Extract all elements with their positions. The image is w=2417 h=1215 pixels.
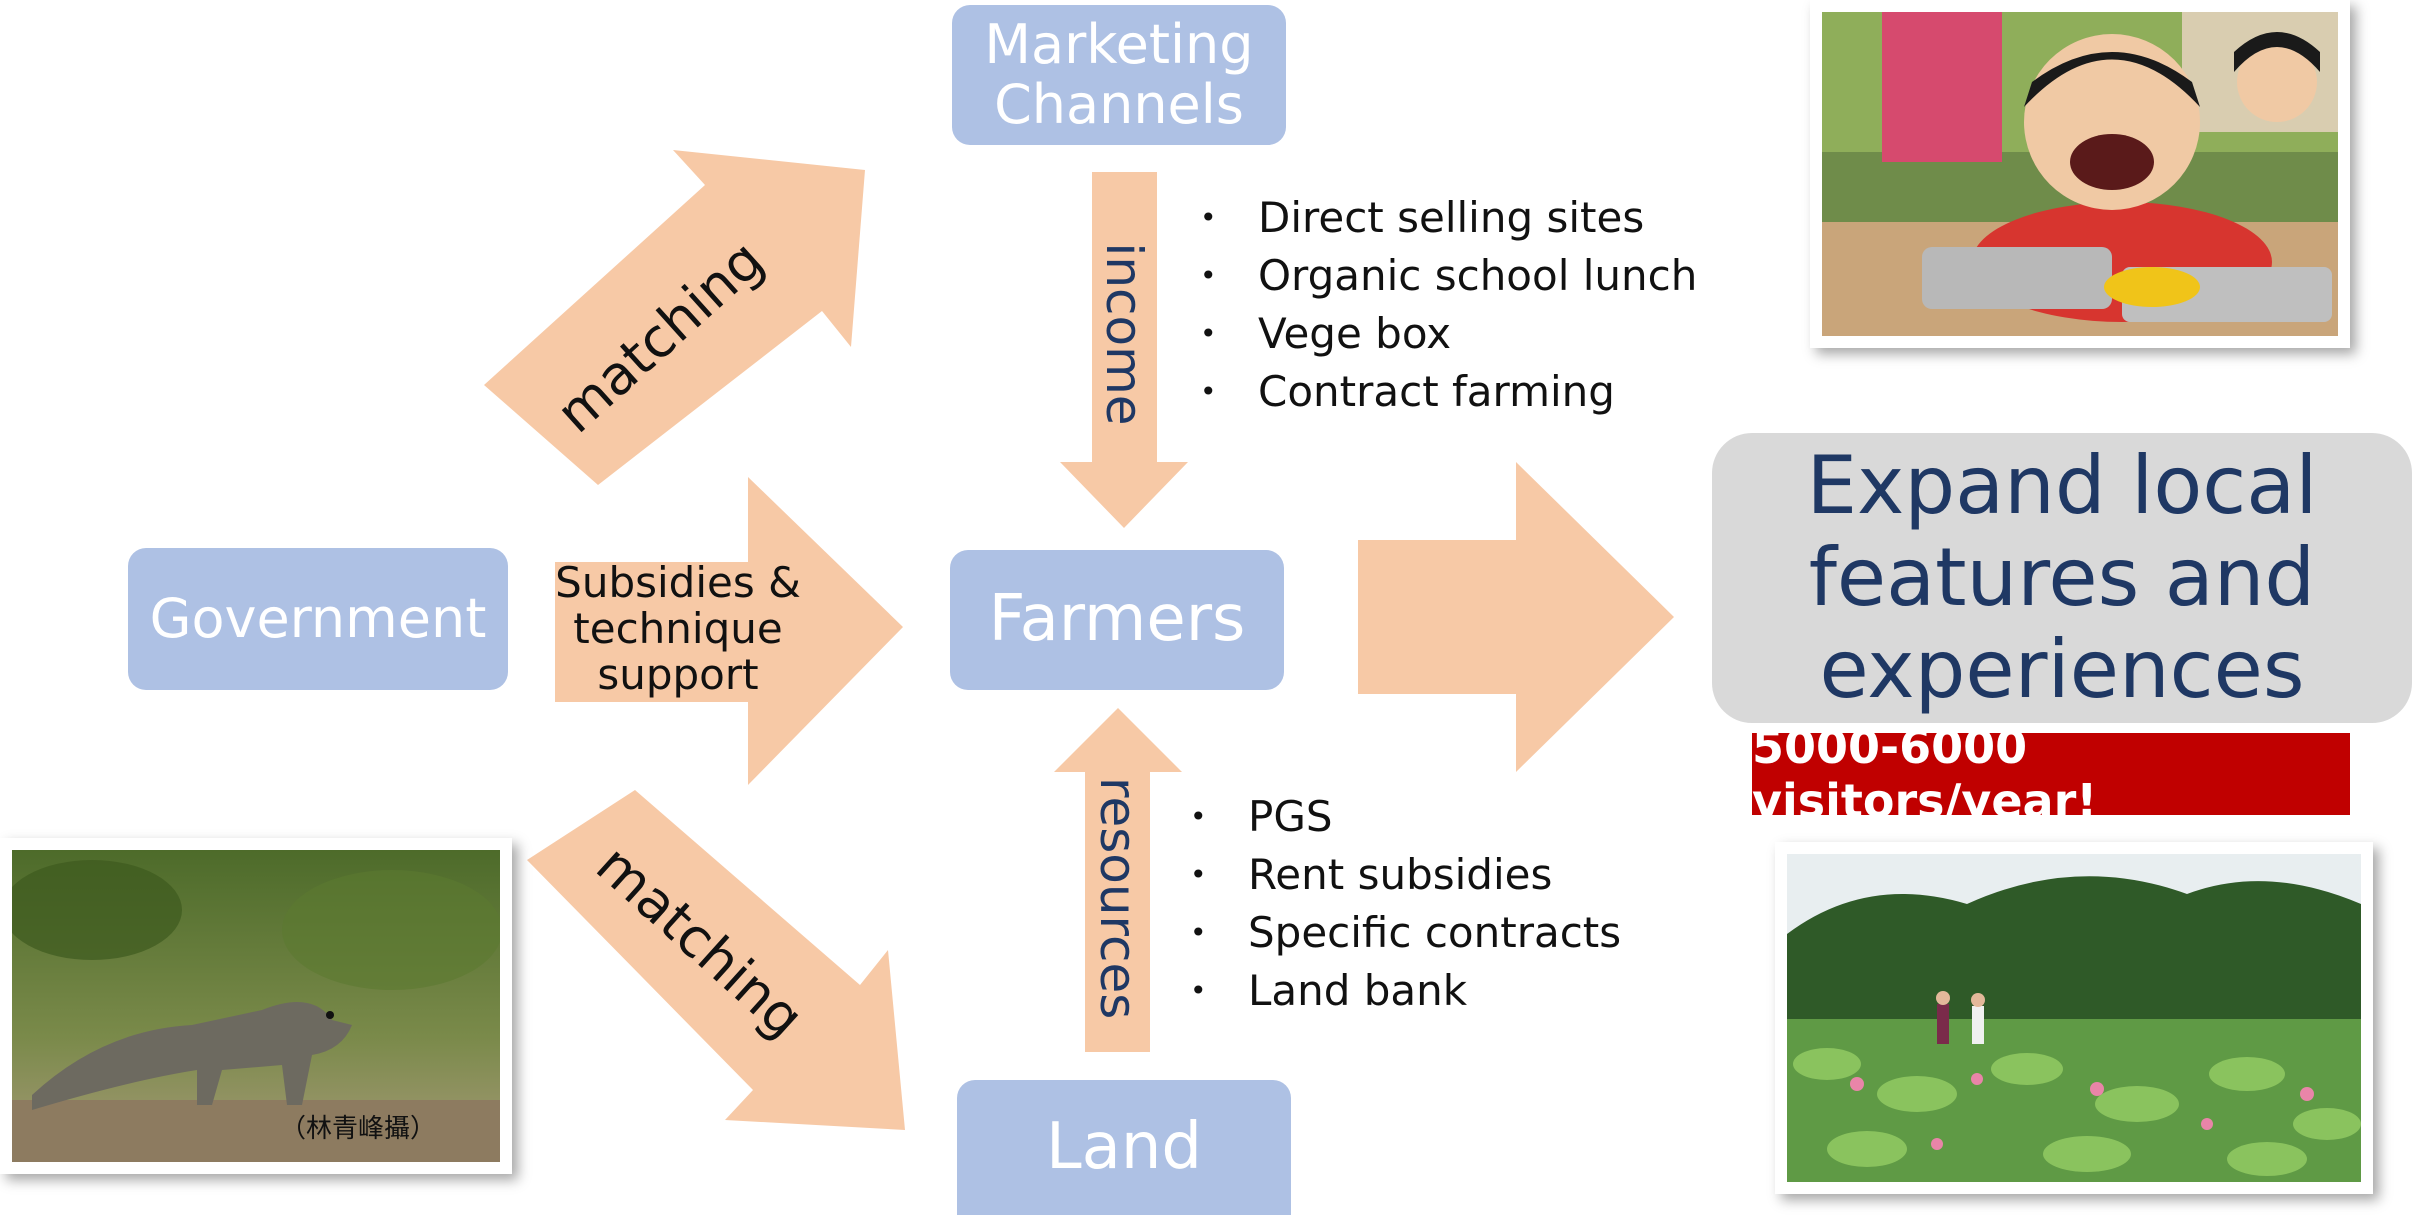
list-item-text: Contract farming	[1258, 366, 1615, 416]
outcome-box: Expand local features and experiences	[1712, 433, 2412, 723]
farmers-node: Farmers	[950, 550, 1284, 690]
list-item-text: Rent subsidies	[1248, 849, 1553, 899]
outcome-line-2: features and	[1808, 531, 2316, 624]
matching-down-arrow	[527, 790, 905, 1130]
land-resources-list: •PGS •Rent subsidies •Specific contracts…	[1190, 787, 1621, 1019]
list-item: •PGS	[1190, 791, 1333, 841]
subsidies-arrow	[555, 477, 903, 785]
farmers-label: Farmers	[988, 582, 1246, 657]
marketing-channels-label: Marketing Channels	[984, 12, 1254, 136]
subsidies-label: Subsidies & technique support	[553, 560, 803, 698]
list-item-text: Specific contracts	[1248, 907, 1622, 957]
resources-label: resources	[1089, 777, 1147, 1020]
government-node: Government	[128, 548, 508, 690]
list-item-text: PGS	[1248, 791, 1333, 841]
mongoose-photo: （林青峰攝）	[0, 838, 512, 1174]
visitors-badge: 5000-6000 visitors/year!	[1752, 720, 2350, 828]
list-item: •Specific contracts	[1190, 907, 1622, 957]
list-item: •Vege box	[1200, 308, 1452, 358]
land-label: Land	[1045, 1109, 1203, 1184]
list-item-text: Organic school lunch	[1258, 250, 1698, 300]
income-label: income	[1095, 242, 1153, 426]
list-item: •Land bank	[1190, 965, 1468, 1015]
outcome-arrow	[1358, 462, 1674, 772]
photo-caption: （林青峰攝）	[280, 1114, 437, 1144]
list-item-text: Land bank	[1248, 965, 1468, 1015]
school-lunch-photo	[1810, 0, 2350, 348]
marketing-channels-node: Marketing Channels	[952, 5, 1286, 145]
school-lunch-image	[1822, 12, 2338, 336]
list-item: •Direct selling sites	[1200, 192, 1645, 242]
matching-up-arrow	[484, 150, 865, 485]
subsidies-line-1: Subsidies &	[555, 558, 801, 607]
lotus-field-photo	[1775, 842, 2373, 1194]
marketing-channels-list: •Direct selling sites •Organic school lu…	[1200, 188, 1697, 420]
income-arrow	[1060, 172, 1188, 528]
list-item: •Contract farming	[1200, 366, 1615, 416]
subsidies-line-3: support	[597, 650, 759, 699]
lotus-field-image	[1787, 854, 2361, 1182]
list-item-text: Vege box	[1258, 308, 1452, 358]
list-item-text: Direct selling sites	[1258, 192, 1645, 242]
list-item: •Rent subsidies	[1190, 849, 1553, 899]
mongoose-image	[12, 850, 500, 1162]
government-label: Government	[149, 586, 487, 650]
list-item: •Organic school lunch	[1200, 250, 1698, 300]
outcome-line-1: Expand local	[1806, 439, 2318, 532]
land-node: Land	[957, 1080, 1291, 1215]
subsidies-line-2: technique	[573, 604, 783, 653]
outcome-line-3: experiences	[1819, 623, 2305, 716]
resources-arrow	[1054, 708, 1182, 1052]
